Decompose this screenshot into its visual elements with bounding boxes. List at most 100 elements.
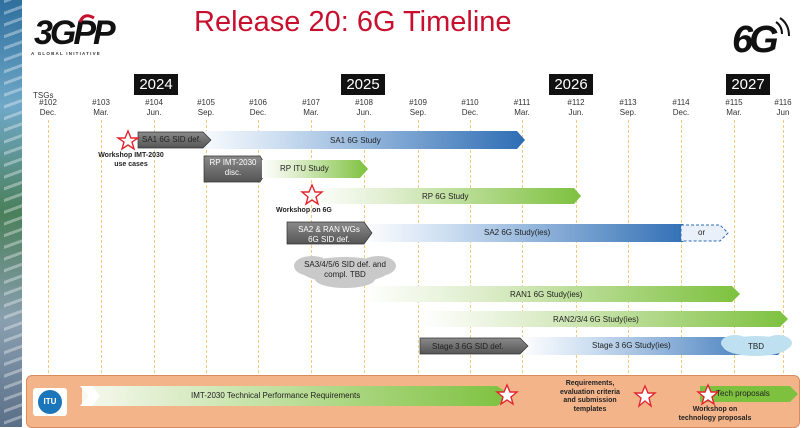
- meeting-number: #107: [302, 98, 320, 107]
- meeting-month: Dec.: [39, 108, 57, 117]
- meeting-month: Dec.: [461, 108, 479, 117]
- sa1-sid-box: [137, 131, 212, 149]
- tech-proposals-bar: [700, 386, 798, 402]
- or-label: or: [698, 228, 706, 237]
- ran234-study-bar: [420, 311, 788, 327]
- stage3-sid-label: Stage 3 6G SID def.: [432, 342, 504, 351]
- 6g-logo: 6G: [732, 17, 790, 56]
- meeting-month: Sep.: [409, 108, 427, 117]
- gridline: [206, 120, 207, 373]
- rp-6g-study-label: RP 6G Study: [422, 192, 469, 201]
- meeting-number: #108: [355, 98, 373, 107]
- ran1-study-bar: [365, 286, 740, 302]
- meeting-number: #102: [39, 98, 57, 107]
- meeting-month: Sep.: [197, 108, 215, 117]
- rp-6g-study-bar: [310, 188, 581, 204]
- meeting-number: #110: [461, 98, 479, 107]
- meeting-month: Dec.: [672, 108, 690, 117]
- meeting-month: Jun.: [356, 108, 372, 117]
- star-workshop-tech: [696, 383, 720, 406]
- year-2027: 2027: [726, 74, 770, 95]
- 6g-logo-wave-2: [779, 17, 790, 37]
- meeting-month: Sep.: [619, 108, 637, 117]
- stage3-sid-box: [419, 337, 529, 355]
- sa1-study-label: SA1 6G Study: [330, 136, 381, 145]
- sa3456-cloud: [294, 256, 396, 288]
- tbd-cloud: [721, 335, 792, 356]
- gridline: [576, 120, 577, 373]
- meeting-number: #112: [567, 98, 585, 107]
- itu-white-chevron: [80, 386, 100, 406]
- meeting-month: Dec.: [249, 108, 267, 117]
- gridline: [364, 120, 365, 373]
- gridline: [470, 120, 471, 373]
- gridline: [734, 120, 735, 373]
- meeting-month: Mar.: [303, 108, 319, 117]
- year-2025: 2025: [341, 74, 385, 95]
- meeting-number: #116: [774, 98, 792, 107]
- meeting-month: Mar.: [726, 108, 742, 117]
- meeting-number: #109: [409, 98, 427, 107]
- meeting-month: Jun.: [568, 108, 584, 117]
- sa1-sid-label: SA1 6G SID def.: [142, 135, 202, 144]
- page-title: Release 20: 6G Timeline: [194, 6, 512, 38]
- ran1-study-label: RAN1 6G Study(ies): [510, 290, 583, 299]
- itu-logo-mark: ITU: [38, 390, 62, 414]
- imt-perf-bar: [82, 386, 512, 406]
- workshop-6g-label: Workshop on 6G: [276, 207, 332, 214]
- meeting-month: Mar.: [514, 108, 530, 117]
- star-workshop-imt-2030: [115, 129, 141, 151]
- gridline: [154, 120, 155, 373]
- meeting-number: #115: [725, 98, 743, 107]
- meeting-number: #111: [513, 98, 531, 107]
- meeting-number: #113: [619, 98, 637, 107]
- 3gpp-tagline: A GLOBAL INITIATIVE: [31, 51, 101, 56]
- stage3-study-label: Stage 3 6G Study(ies): [592, 341, 671, 350]
- tech-proposals-label: Tech proposals: [716, 389, 770, 398]
- star-workshop-6g: [300, 183, 324, 206]
- side-photo-pattern: [4, 0, 26, 427]
- stage3-study-bar: [520, 337, 786, 355]
- sa2-or-box: [680, 224, 729, 242]
- itu-logo: ITU: [33, 388, 67, 416]
- 3gpp-logo: 3GPP: [34, 14, 119, 52]
- meeting-number: #105: [197, 98, 215, 107]
- gridline: [258, 120, 259, 373]
- star-itu-requirements-2: [633, 384, 657, 408]
- year-2024: 2024: [134, 74, 178, 95]
- gridline: [48, 120, 49, 373]
- meeting-month: Jun: [776, 108, 790, 117]
- gridline: [418, 120, 419, 373]
- meeting-number: #114: [672, 98, 690, 107]
- 3gpp-logo-text: 3GPP: [34, 14, 116, 52]
- year-2026: 2026: [549, 74, 593, 95]
- meeting-number: #106: [249, 98, 267, 107]
- meeting-number: #104: [145, 98, 163, 107]
- ran234-study-label: RAN2/3/4 6G Study(ies): [553, 315, 639, 324]
- imt-perf-label: IMT-2030 Technical Performance Requireme…: [191, 391, 361, 400]
- sa2-study-label: SA2 6G Study(ies): [484, 228, 551, 237]
- gridline: [101, 120, 102, 373]
- gridline: [783, 120, 784, 373]
- gridline: [628, 120, 629, 373]
